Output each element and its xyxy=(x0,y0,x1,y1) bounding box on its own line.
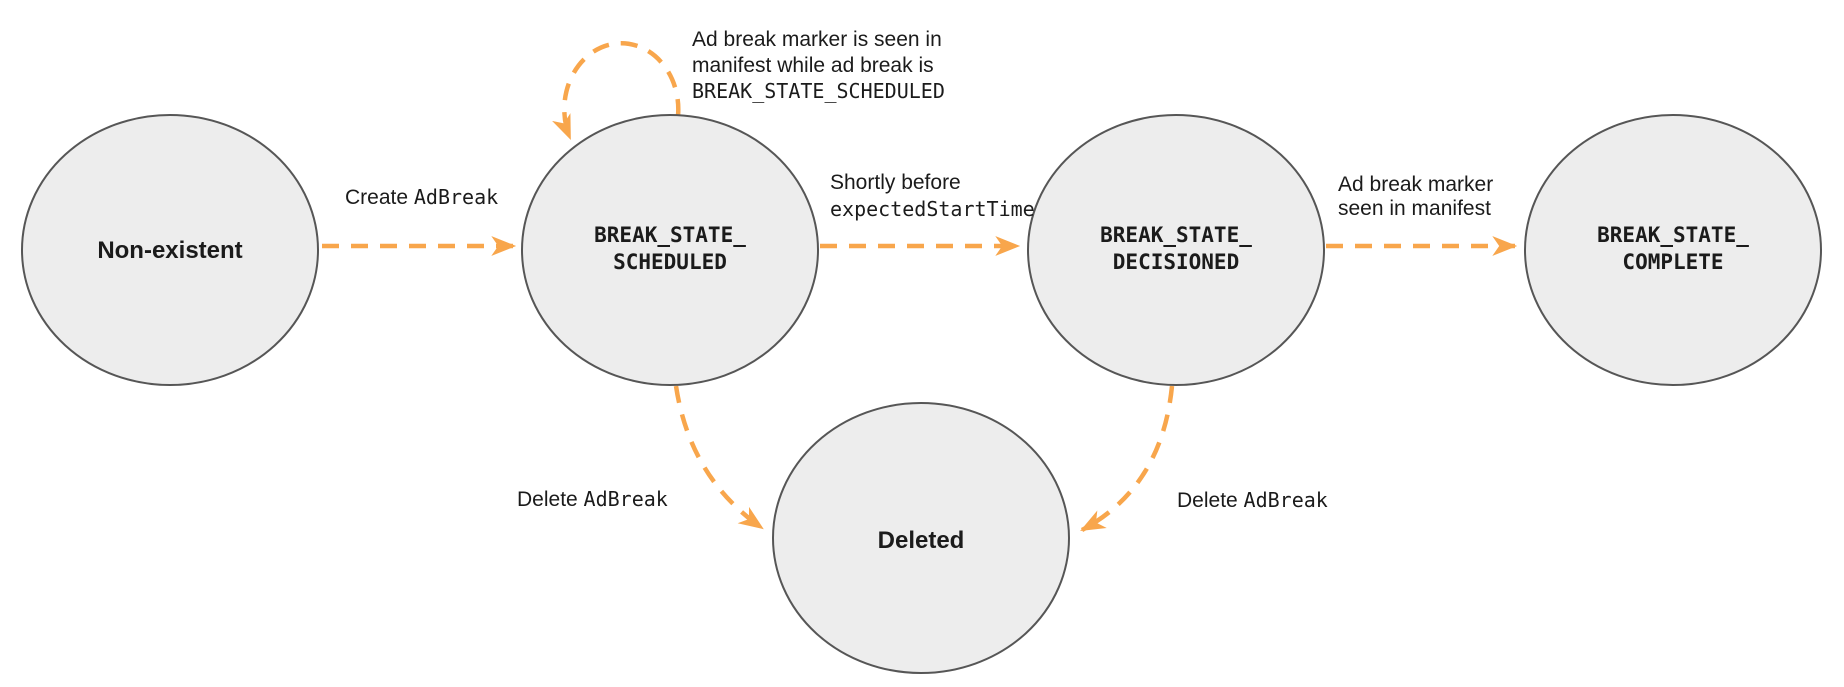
edge-label-delete-adbreak-right: Delete AdBreak xyxy=(1177,488,1328,512)
node-label-scheduled-line2: SCHEDULED xyxy=(613,250,727,274)
node-label-deleted: Deleted xyxy=(878,527,965,554)
edge-label-shortly-before: Shortly before xyxy=(830,171,961,194)
edge-label-delete-right-code: AdBreak xyxy=(1244,488,1328,512)
edge-label-delete-adbreak-left: Delete AdBreak xyxy=(517,487,668,511)
edge-label-create-adbreak: Create AdBreak xyxy=(345,185,498,209)
edge-label-delete-left-code: AdBreak xyxy=(584,487,668,511)
state-node-deleted xyxy=(772,402,1070,674)
node-label-decisioned-line1: BREAK_STATE_ xyxy=(1100,223,1252,247)
edge-delete-from-decisioned xyxy=(1080,385,1175,532)
node-label-decisioned-line2: DECISIONED xyxy=(1113,250,1239,274)
edge-label-self-loop-line3: BREAK_STATE_SCHEDULED xyxy=(692,79,945,103)
node-label-non-existent: Non-existent xyxy=(97,237,242,264)
edge-label-delete-left-plain: Delete xyxy=(517,488,584,511)
state-node-break-state-complete xyxy=(1524,114,1822,386)
node-label-complete-line2: COMPLETE xyxy=(1622,250,1723,274)
edge-self-loop-scheduled xyxy=(552,41,681,141)
edge-label-self-loop-line2: manifest while ad break is xyxy=(692,54,934,77)
edge-delete-from-scheduled xyxy=(673,385,764,530)
node-label-scheduled-line1: BREAK_STATE_ xyxy=(594,223,746,247)
state-node-break-state-decisioned xyxy=(1027,114,1325,386)
edge-label-expected-start-time: expectedStartTime xyxy=(830,197,1035,221)
edge-label-marker-seen-line1: Ad break marker xyxy=(1338,173,1493,196)
edge-label-delete-right-plain: Delete xyxy=(1177,489,1244,512)
state-node-break-state-scheduled xyxy=(521,114,819,386)
node-label-complete-line1: BREAK_STATE_ xyxy=(1597,223,1749,247)
edge-label-create-code: AdBreak xyxy=(414,185,498,209)
state-node-non-existent xyxy=(21,114,319,386)
edge-label-create-plain: Create xyxy=(345,186,414,209)
edge-label-marker-seen-line2: seen in manifest xyxy=(1338,197,1491,220)
edge-label-self-loop-line1: Ad break marker is seen in xyxy=(692,28,942,51)
